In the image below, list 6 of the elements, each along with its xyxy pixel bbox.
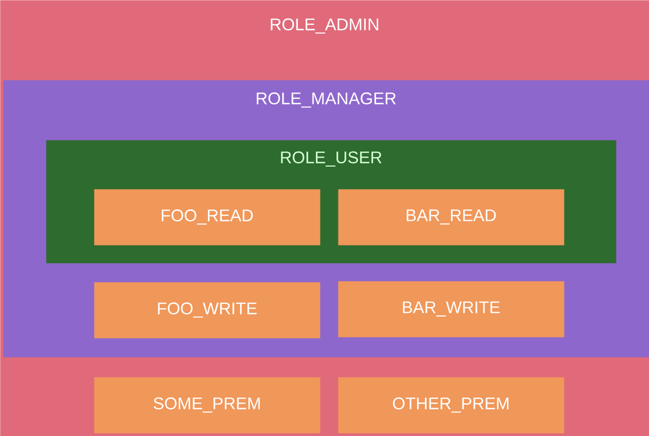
permission-box: BAR_READ [338, 189, 564, 246]
permission-box: FOO_READ [94, 189, 320, 246]
permission-box: SOME_PREM [94, 377, 320, 434]
permission-box: OTHER_PREM [338, 377, 564, 434]
permission-box: FOO_WRITE [94, 282, 320, 338]
permission-box: BAR_WRITE [338, 281, 564, 338]
